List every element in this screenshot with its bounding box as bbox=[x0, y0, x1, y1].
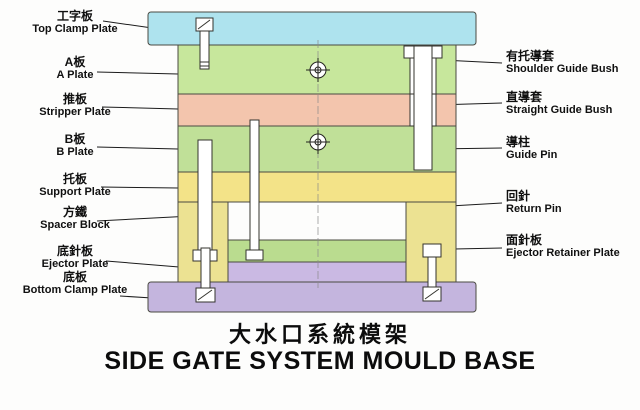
label-a-plate-en: A Plate bbox=[56, 69, 94, 81]
leader-stripper bbox=[101, 106, 179, 110]
bottom-left-screw bbox=[195, 247, 216, 303]
label-stripper-plate-en: Stripper Plate bbox=[39, 106, 111, 118]
label-ejector-plate-en: Ejector Plate bbox=[41, 258, 109, 270]
leader-b-plate bbox=[96, 146, 179, 150]
screw-hole-symbol-a bbox=[306, 58, 330, 82]
return-pin-shaft bbox=[197, 139, 213, 251]
label-a-plate: A板 A Plate bbox=[2, 56, 148, 82]
screw-shaft bbox=[199, 30, 210, 70]
label-return-pin-zh: 回針 bbox=[506, 189, 531, 203]
label-guide-pin-en: Guide Pin bbox=[506, 149, 558, 161]
label-top-clamp-plate-en: Top Clamp Plate bbox=[32, 23, 118, 35]
label-straight-guide-bush-zh: 直導套 bbox=[506, 90, 543, 104]
label-ejector-plate: 底針板 Ejector Plate bbox=[2, 245, 148, 271]
leader-support bbox=[100, 186, 179, 189]
label-b-plate-en: B Plate bbox=[56, 146, 94, 158]
ejector-pin-head bbox=[245, 249, 264, 261]
label-support-plate: 托板 Support Plate bbox=[2, 173, 148, 199]
leader-bottom-clamp bbox=[119, 295, 153, 299]
screw-hatch bbox=[424, 288, 440, 300]
symbol-inner-circle bbox=[314, 138, 322, 146]
leader-a-plate bbox=[96, 71, 179, 75]
screw-head bbox=[422, 243, 442, 258]
label-spacer-block-en: Spacer Block bbox=[40, 219, 110, 231]
label-bottom-clamp-plate: 底板 Bottom Clamp Plate bbox=[2, 271, 148, 297]
label-straight-guide-bush: 直導套 Straight Guide Bush bbox=[506, 91, 640, 117]
plate-ejector bbox=[227, 261, 407, 283]
diagram-title-chinese: 大水口系統模架 bbox=[228, 322, 411, 347]
screw-hatch bbox=[197, 289, 213, 301]
label-a-plate-zh: A板 bbox=[64, 55, 86, 69]
leader-return-pin bbox=[449, 202, 503, 207]
label-return-pin-en: Return Pin bbox=[506, 203, 562, 215]
label-shoulder-guide-bush: 有托導套 Shoulder Guide Bush bbox=[506, 50, 640, 76]
label-stripper-plate-zh: 推板 bbox=[62, 92, 87, 106]
label-shoulder-guide-bush-en: Shoulder Guide Bush bbox=[506, 63, 619, 75]
ejector-pin bbox=[245, 119, 264, 261]
label-support-plate-zh: 托板 bbox=[62, 172, 87, 186]
label-guide-pin: 導柱 Guide Pin bbox=[506, 136, 640, 162]
label-stripper-plate: 推板 Stripper Plate bbox=[2, 93, 148, 119]
label-spacer-block-zh: 方鐵 bbox=[62, 205, 87, 219]
symbol-inner-circle bbox=[314, 66, 322, 74]
screw-shaft bbox=[200, 247, 211, 289]
label-guide-pin-zh: 導柱 bbox=[506, 135, 531, 149]
top-clamp-screw bbox=[195, 17, 214, 70]
label-bottom-clamp-plate-en: Bottom Clamp Plate bbox=[22, 284, 128, 296]
screw-hatch bbox=[197, 19, 211, 30]
label-ejector-retainer-plate: 面針板 Ejector Retainer Plate bbox=[506, 234, 640, 260]
ejector-pin-shaft bbox=[249, 119, 260, 251]
label-straight-guide-bush-en: Straight Guide Bush bbox=[506, 104, 613, 116]
plate-support bbox=[177, 171, 457, 203]
leader-spacer bbox=[96, 215, 193, 222]
plate-bottom-clamp bbox=[147, 281, 477, 313]
label-bottom-clamp-plate-zh: 底板 bbox=[62, 270, 87, 284]
guide-pin bbox=[413, 45, 433, 171]
diagram-title-english: SIDE GATE SYSTEM MOULD BASE bbox=[104, 347, 536, 375]
screw-hole-symbol-b bbox=[306, 130, 330, 154]
label-ejector-plate-zh: 底針板 bbox=[56, 244, 93, 258]
label-ejector-retainer-plate-zh: 面針板 bbox=[506, 233, 543, 247]
label-ejector-retainer-plate-en: Ejector Retainer Plate bbox=[506, 247, 620, 259]
label-b-plate: B板 B Plate bbox=[2, 133, 148, 159]
label-top-clamp-plate-zh: 工字板 bbox=[56, 9, 93, 23]
guide-pin-assembly bbox=[403, 45, 443, 171]
screw-shaft bbox=[427, 256, 437, 289]
label-top-clamp-plate: 工字板 Top Clamp Plate bbox=[2, 10, 148, 36]
label-return-pin: 回針 Return Pin bbox=[506, 190, 640, 216]
label-b-plate-zh: B板 bbox=[64, 132, 86, 146]
label-shoulder-guide-bush-zh: 有托導套 bbox=[506, 49, 555, 63]
label-spacer-block: 方鐵 Spacer Block bbox=[2, 206, 148, 232]
label-support-plate-en: Support Plate bbox=[39, 186, 111, 198]
bottom-right-screw bbox=[422, 243, 442, 302]
